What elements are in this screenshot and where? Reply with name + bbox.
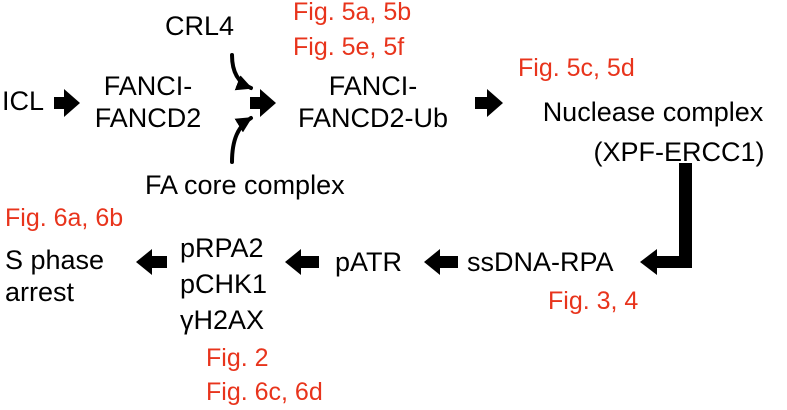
node-fanci-fancd2-line1: FANCI-: [103, 71, 193, 101]
ref-ub-2: Fig. 5e, 5f: [293, 33, 405, 61]
node-ssdna-rpa: ssDNA-RPA: [467, 247, 614, 277]
arrow-markers-to-sphase: [136, 249, 167, 275]
ref-nuclease: Fig. 5c, 5d: [518, 54, 635, 82]
arrow-patr-to-markers: [285, 249, 319, 275]
arrow-nuclease-to-ssdna: [640, 163, 692, 275]
node-s-phase-line2: arrest: [5, 277, 75, 307]
arrow-ssdna-to-patr: [424, 249, 458, 275]
ref-markers-1: Fig. 2: [206, 344, 269, 372]
node-nuclease-line1: Nuclease complex: [542, 97, 764, 127]
node-fanci-fancd2-line2: FANCD2: [94, 103, 202, 133]
ref-ub-1: Fig. 5a, 5b: [293, 0, 412, 26]
node-markers-prpa2: pRPA2: [180, 233, 264, 263]
node-fanci-fancd2-ub-line1: FANCI-: [328, 71, 418, 101]
node-markers-gh2ax: γH2AX: [180, 305, 265, 335]
ref-markers-2: Fig. 6c, 6d: [206, 378, 323, 406]
node-fa-core-complex: FA core complex: [145, 170, 345, 200]
node-icl: ICL: [2, 86, 45, 116]
node-patr: pATR: [335, 247, 403, 277]
arrow-ub-to-nuclease: [475, 89, 503, 117]
node-s-phase-arrest: S phase arrest: [5, 244, 104, 308]
ref-ssdna: Fig. 3, 4: [548, 287, 639, 315]
node-markers: pRPA2 pCHK1 γH2AX: [180, 230, 267, 338]
node-nuclease-line2: (XPF-ERCC1): [593, 137, 765, 167]
curved-arrows: [230, 53, 253, 164]
arrow-icl-to-fanci: [54, 89, 80, 117]
node-nuclease-complex: Nuclease complex (XPF-ERCC1): [520, 92, 786, 172]
ref-s-phase: Fig. 6a, 6b: [5, 204, 124, 232]
node-s-phase-line1: S phase: [5, 245, 105, 275]
arrow-crl4-curved: [230, 53, 253, 91]
node-crl4: CRL4: [165, 11, 235, 41]
arrow-fanci-to-ub: [250, 89, 276, 117]
block-arrows: [54, 89, 692, 275]
node-fanci-fancd2-ub: FANCI- FANCD2-Ub: [278, 70, 468, 134]
node-fanci-fancd2: FANCI- FANCD2: [78, 70, 218, 134]
node-markers-pchk1: pCHK1: [180, 269, 268, 299]
arrow-fa-core-curved: [230, 116, 253, 164]
node-fanci-fancd2-ub-line2: FANCD2-Ub: [297, 103, 449, 133]
